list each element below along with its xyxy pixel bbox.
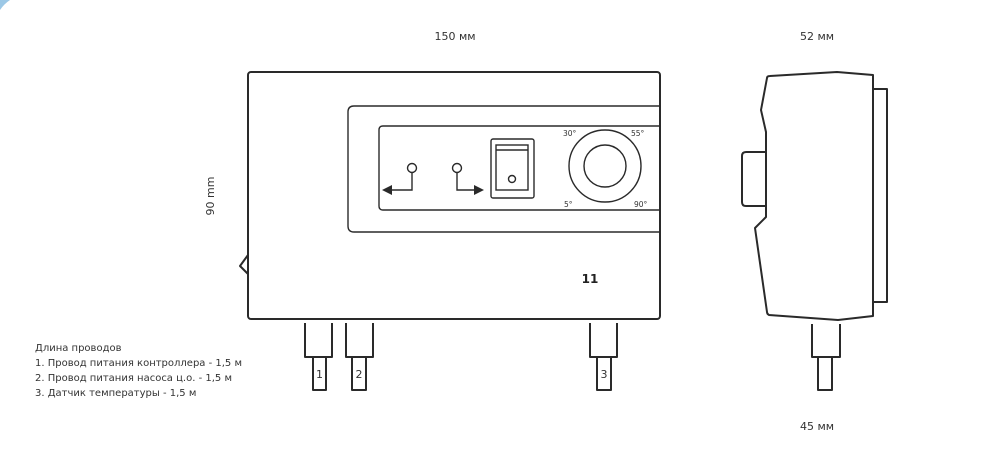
cable-2-label: 2 — [356, 368, 363, 381]
output-right-indicator — [451, 162, 484, 195]
depth-dimension: 52 мм — [800, 30, 834, 43]
side-cable — [817, 356, 833, 391]
side-knob — [741, 151, 766, 207]
dial-label-90: 90° — [634, 200, 648, 209]
dial-label-30: 30° — [563, 129, 577, 138]
front-panel-inner — [378, 125, 660, 211]
width-dimension: 150 мм — [434, 30, 475, 43]
side-cable-gland — [811, 324, 841, 358]
cable-1: 1 — [304, 323, 333, 391]
led-left-icon — [406, 162, 418, 174]
cable-1-label: 1 — [316, 368, 323, 381]
output-left-indicator — [382, 162, 418, 195]
side-notch — [239, 254, 249, 275]
dial-label-55: 55° — [631, 129, 645, 138]
cable-depth-dimension: 45 мм — [800, 420, 834, 433]
cable-length-legend: Длина проводов 1. Провод питания контрол… — [35, 343, 242, 399]
corner-accent — [0, 0, 10, 10]
led-right-icon — [451, 162, 463, 174]
height-dimension: 90 mm — [204, 177, 217, 216]
arrow-left-icon — [390, 173, 413, 191]
dial-label-5: 5° — [564, 200, 573, 209]
temperature-dial[interactable] — [568, 129, 642, 203]
cable-3-label: 3 — [601, 368, 608, 381]
legend-item-3: 3. Датчик температуры - 1,5 м — [35, 388, 196, 399]
legend-item-2: 2. Провод питания насоса ц.о. - 1,5 м — [35, 373, 232, 384]
front-view: 30° 55° 5° 90° 11 1 2 3 — [239, 71, 661, 391]
side-view — [741, 71, 888, 391]
cable-3: 3 — [589, 323, 618, 391]
front-panel-outer — [347, 105, 660, 233]
arrow-right-icon — [456, 173, 476, 191]
side-body — [754, 71, 874, 321]
cable-2: 2 — [345, 323, 374, 391]
legend-title: Длина проводов — [35, 343, 122, 354]
model-mark: 11 — [582, 272, 599, 286]
front-body — [247, 71, 661, 320]
mounting-plate — [872, 88, 888, 303]
power-switch[interactable] — [490, 138, 535, 199]
legend-item-1: 1. Провод питания контроллера - 1,5 м — [35, 358, 242, 369]
